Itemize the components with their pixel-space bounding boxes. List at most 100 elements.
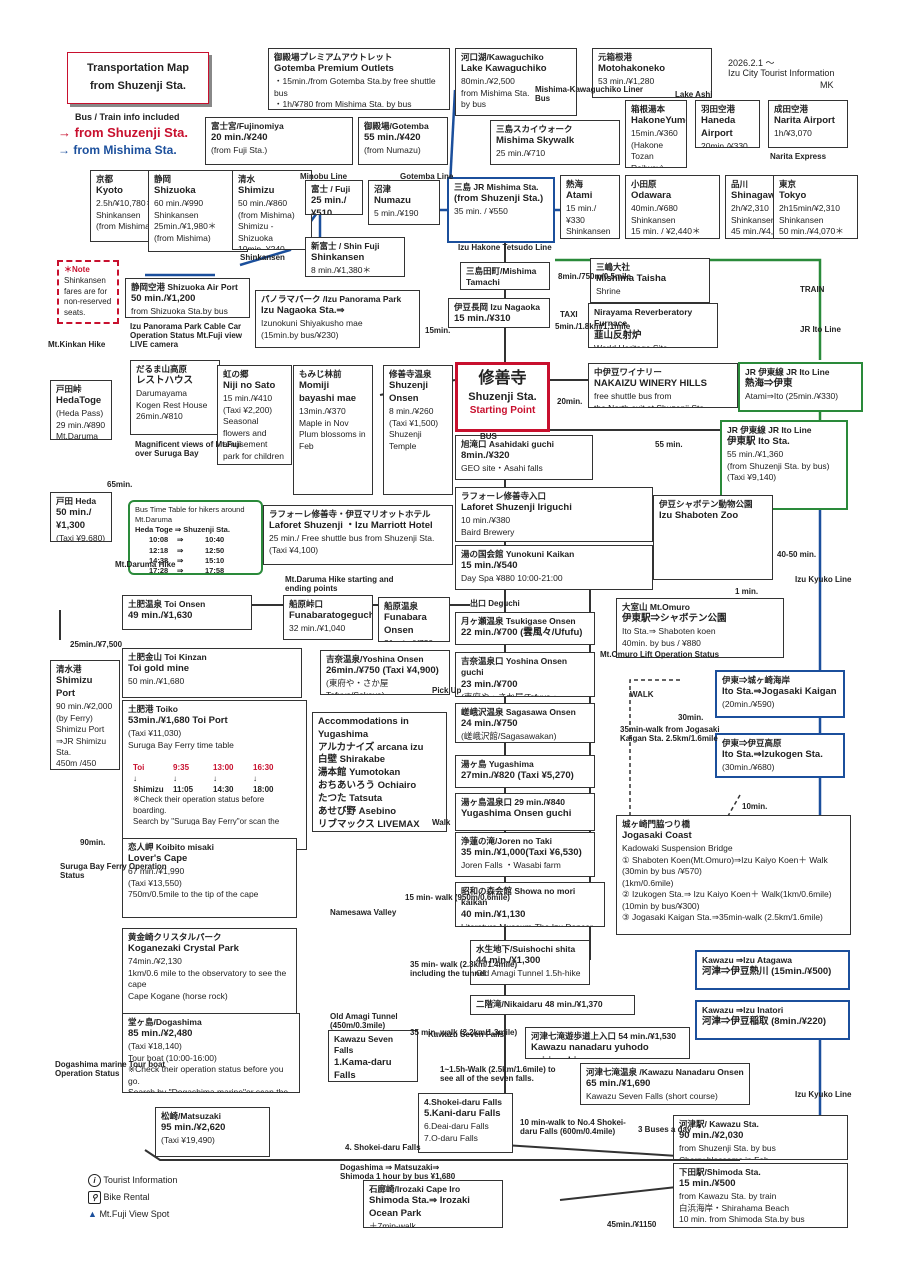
destination-hakoneyumoto[interactable]: 箱根湯本HakoneYumoto15min./¥360(Hakone Tozan…	[625, 100, 687, 168]
line: 15min./¥360	[631, 128, 678, 139]
line: Kogen Rest House	[136, 399, 208, 410]
line: 湯ヶ島 Yugashima	[461, 759, 534, 769]
line: 土肥温泉 Toi Onsen	[128, 599, 206, 609]
line: 15 min./¥500	[679, 1178, 736, 1190]
line: 50 min./¥1,680	[128, 676, 185, 687]
lbl-oldtunnel: Old Amagi Tunnel (450m/0.3mile)	[330, 1012, 398, 1030]
lbl-30min: 30min.	[678, 713, 704, 722]
line: free shuttle bus from	[594, 391, 672, 402]
line: 22 min./¥700 (雲風々/Ufufu)	[461, 627, 583, 639]
line: 京都	[96, 174, 114, 184]
lbl-10min: 10min.	[742, 802, 768, 811]
line: 熱海⇒伊東	[745, 378, 793, 390]
line: 5.Kani-daru Falls	[424, 1108, 501, 1120]
line: Seasonal flowers and amusement park for …	[223, 416, 284, 461]
line: 27min./¥820 (Taxi ¥5,270)	[461, 770, 574, 782]
line: 90 min./¥2,000	[56, 701, 113, 712]
destination-mishima[interactable]: 三島 JR Mishima Sta.(from Shuzenji Sta.)35…	[447, 177, 555, 243]
line: Kawazu Seven Falls	[334, 1034, 394, 1056]
line: 35 min./¥1,000(Taxi ¥6,530)	[461, 847, 582, 859]
info-icon: i	[88, 1174, 101, 1187]
lbl-walk15: 1~1.5h-Walk (2.5km/1.6mile) to see all o…	[440, 1065, 556, 1083]
lbl-35walk: 35min-walk from Jogasaki Kaigan Sta. 2.5…	[620, 725, 720, 743]
line: Ito Sta.⇒Izukogen Sta.	[722, 749, 823, 761]
line: 40min./¥680	[631, 203, 678, 214]
center-station[interactable]: 修善寺 Shuzenji Sta. Starting Point	[455, 362, 550, 432]
line: by bus	[461, 99, 487, 110]
destination-nikaidaru[interactable]: 二階滝/Nikaidaru 48 min./¥1,370	[470, 995, 635, 1015]
line: Kadowaki Suspension Bridge	[622, 843, 733, 854]
line: from Mishima Sta.	[461, 87, 530, 98]
line: 吉奈温泉/Yoshina Onsen	[326, 654, 424, 664]
destination-tamachi[interactable]: 三島田町/Mishima Tamachi30 min. / ¥490	[460, 262, 550, 290]
line: (from Mishima)	[238, 209, 295, 220]
